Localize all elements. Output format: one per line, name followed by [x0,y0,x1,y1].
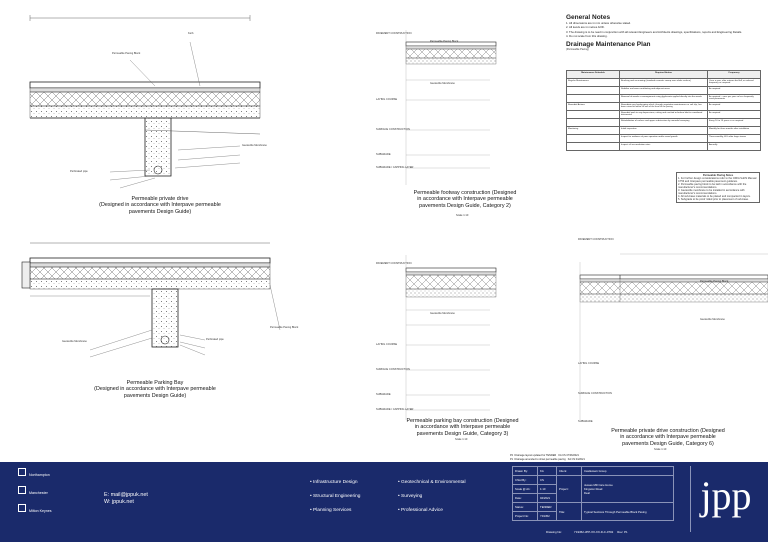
callout-text: Permeable Paving Block [430,40,459,43]
table-row: Removal of weeds or management using gly… [566,94,761,103]
callout-text: Perforated pipe [206,338,224,341]
callout-text: Kerb [188,32,194,35]
layer-label: SURFACE CONSTRUCTION [376,368,410,371]
office-icon [18,486,26,494]
paving-note: 5. Subgrade to be proof rolled prior to … [678,198,749,201]
layer-label: PAVEMENT CONSTRUCTION [376,32,412,35]
paving-notes-title: Permeable Paving Notes [702,174,734,177]
table-row: Rehabilitation of surface and upper subs… [566,118,761,127]
layer-label: SURFACE CONSTRUCTION [376,128,410,131]
drawing-caption: Permeable parking bay construction (Desi… [406,418,519,437]
callout-text: Permeable Paving Block [270,326,299,329]
maintenance-table: Maintenance Schedule Required Action Fre… [566,70,761,151]
services-col-1: • Infrastructure Design • Structural Eng… [310,480,361,513]
drawing-caption: Permeable private drive construction (De… [611,428,725,447]
note-item: 3. The drawing is to be read in conjunct… [566,29,743,34]
website[interactable]: W: jppuk.net [104,499,134,505]
contact: E: mail@jppuk.net W: jppuk.net [104,492,148,506]
layer-label: SUBGRADE / CAPPING LAYER [376,408,414,411]
drawing-private-drive [29,15,261,189]
callout-text: Permeable Paving Block [112,52,141,55]
layer-label: LAYING COURSE [578,362,600,365]
table-row: Inspect for evidence of poor operation a… [566,134,761,143]
paving-note: 4. All sub-base materials to be placed a… [678,195,751,198]
drawing-caption: Permeable private drive (Designed in acc… [99,196,221,215]
callout-text: Geotextile Membrane [430,312,455,315]
note-item: 1. All dimensions are in mm unless other… [566,21,631,25]
logo-area: jpp [690,466,761,532]
drawing-drive-construction [579,262,620,420]
office-list: Northampton Manchester Milton Keynes [18,468,52,513]
note-item: 2. All levels are in metres AOD. [566,25,605,30]
callout-text: Geotextile Membrane [62,340,87,343]
office-icon [18,468,26,476]
office-icon [18,504,26,512]
title-block-footer: Northampton Manchester Milton Keynes E: … [0,462,768,542]
paving-note: 3. Geotextile membrane to be installed i… [678,189,745,195]
callout-text: Geotextile Membrane [700,318,725,321]
revision-row: P1 Drainage amended to show permeable pa… [510,458,585,461]
drawing-parking-bay [21,242,281,358]
layer-label: PAVEMENT CONSTRUCTION [376,262,412,265]
paving-note: 1. For further design considerations ref… [678,177,757,183]
jpp-logo: jpp [700,473,752,518]
scale-label: Scale 1:10 [654,448,667,451]
layer-label: SUBGRADE [578,420,593,423]
layer-label: PAVEMENT CONSTRUCTION [578,238,614,241]
maintenance-title: Drainage Maintenance Plan [566,40,651,48]
note-item: 4. Do not scale from this drawing. [566,34,608,39]
table-row: Stabilise and mow contributing and adjac… [566,86,761,95]
layer-label: LAYING COURSE [376,98,398,101]
general-notes: General Notes 1. All dimensions are in m… [566,14,761,51]
layer-label: LAYING COURSE [376,343,398,346]
scale-label: Scale 1:10 [456,214,469,217]
drawing-caption: Permeable Parking Bay (Designed in accor… [94,380,216,399]
drawing-caption: Permeable footway construction (Designed… [413,190,517,209]
maintenance-table-wrap: Maintenance Schedule Required Action Fre… [566,70,761,151]
email[interactable]: E: mail@jppuk.net [104,492,148,498]
drawing-drive-construction-right [620,253,768,303]
layer-label: SUBGRADE / CAPPING LAYER [376,166,414,169]
layer-label: SUBGRADE [376,153,391,156]
maintenance-subtitle: (Permeable Paving) [566,47,589,51]
section-drawings-left [21,15,281,358]
table-header: Maintenance Schedule [566,70,620,79]
scale-label: Scale 1:10 [455,438,468,441]
table-row: Remedial work to any depressions, ruttin… [566,110,761,119]
general-notes-title: General Notes [566,14,611,21]
table-header: Frequency [707,70,761,79]
drawing-number-row: Drawing No: Y19452-JPP-XX-XX-D-C-0702 Re… [546,530,628,534]
section-drawings-middle [405,30,620,420]
paving-notes-box: Permeable Paving Notes 1. For further de… [676,172,760,203]
callout-text: Permeable Paving Block [700,280,729,283]
callout-text: Geotextile Membrane [242,144,267,147]
revision-row: P2 Drainage layout updated for TENDER KA… [510,454,579,457]
services-col-2: • Geotechnical & Environmental • Surveyi… [398,480,466,513]
callout-text: Geotextile Membrane [430,82,455,85]
table-header: Required Action [619,70,708,79]
paving-note: 2. Permeable paving block to be laid in … [678,183,747,189]
drawing-parking-construction [405,255,497,420]
drawing-footway [405,30,497,185]
callout-text: Perforated pipe [70,170,88,173]
layer-label: SUBGRADE [376,393,391,396]
layer-label: SURFACE CONSTRUCTION [578,392,612,395]
